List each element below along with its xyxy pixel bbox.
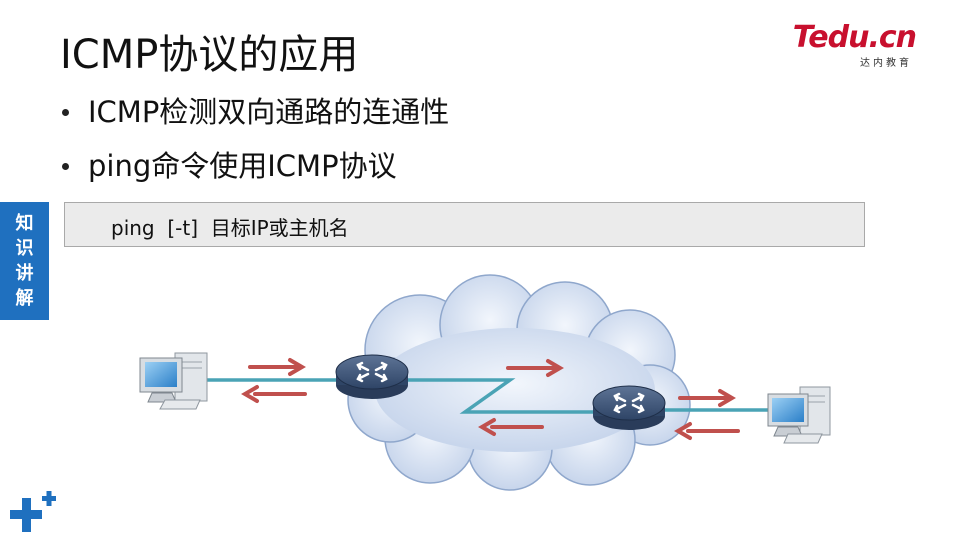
side-tab-char: 讲 — [15, 263, 34, 284]
side-tab-char: 识 — [15, 238, 34, 259]
router-icon — [335, 354, 409, 399]
bullet-list: ICMP检测双向通路的连通性 ping命令使用ICMP协议 — [62, 90, 449, 198]
side-tab: 知 识 讲 解 — [0, 202, 49, 320]
bullet-item: ping命令使用ICMP协议 — [62, 144, 449, 194]
bullet-item: ICMP检测双向通路的连通性 — [62, 90, 449, 140]
command-box: ping [-t] 目标IP或主机名 — [64, 202, 865, 247]
side-tab-char: 知 — [15, 213, 34, 234]
router-icon — [592, 385, 666, 430]
arrow-icon — [241, 358, 740, 440]
slide-title: ICMP协议的应用 — [60, 32, 359, 78]
plus-icon — [10, 491, 56, 532]
cloud-icon — [347, 274, 691, 491]
network-link — [205, 378, 775, 414]
side-tab-char: 解 — [15, 288, 34, 309]
command-text: ping [-t] 目标IP或主机名 — [111, 216, 349, 240]
logo-subtext: 达内教育 — [860, 58, 912, 69]
computer-icon — [139, 352, 208, 410]
brand-logo: Tedu.cn 达内教育 — [793, 20, 940, 70]
logo-text: Tedu.cn — [792, 20, 917, 55]
computer-icon — [767, 386, 831, 444]
